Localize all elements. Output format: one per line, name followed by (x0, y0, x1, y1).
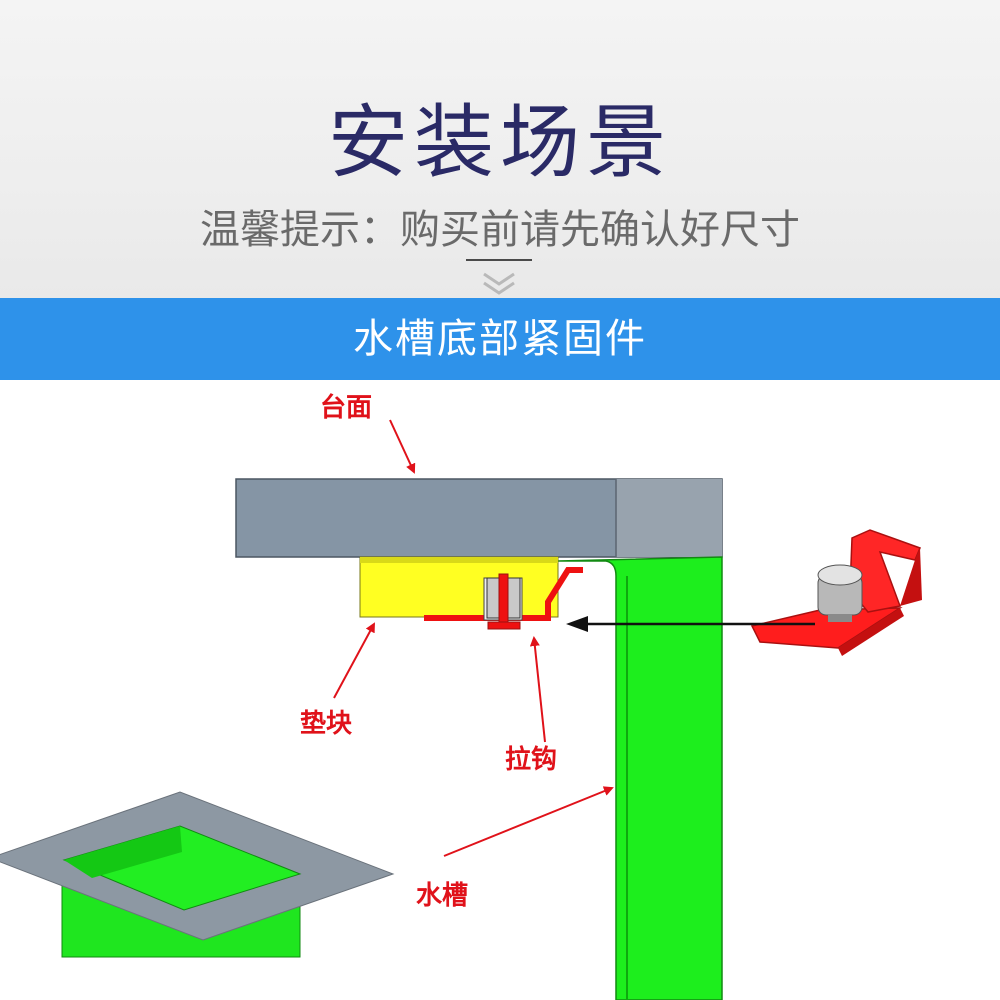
sink-pointer (443, 786, 614, 857)
pull-hook-section (424, 567, 583, 630)
screw-thread-left (486, 577, 500, 619)
hook-base-edge (838, 608, 904, 656)
hook-upright-edge (900, 548, 922, 606)
double-chevron-down-icon (483, 272, 515, 295)
header-section: 安装场景 温馨提示：购买前请先确认好尺寸 (0, 0, 1000, 298)
label-countertop: 台面 (320, 392, 372, 423)
pull-hook-part (750, 529, 922, 656)
spacer-block (359, 556, 559, 618)
screw-shaft (498, 573, 509, 627)
countertop-edge (616, 479, 722, 557)
divider-line (466, 259, 532, 261)
arrow-icon (566, 616, 588, 632)
page-title: 安装场景 (328, 96, 672, 189)
hook-pointer (529, 636, 546, 743)
sink-basin-view (0, 791, 395, 958)
sink-wall (557, 556, 723, 1000)
page-subtitle: 温馨提示：购买前请先确认好尺寸 (200, 207, 800, 253)
basin-inner-wall (64, 826, 182, 878)
section-banner: 水槽底部紧固件 (0, 298, 1000, 380)
section-banner-label: 水槽底部紧固件 (353, 316, 647, 362)
label-spacer-block: 垫块 (300, 709, 352, 739)
label-sink: 水槽 (416, 881, 468, 911)
install-diagram: 台面 垫块 拉钩 水槽 (0, 392, 922, 1000)
hook-stud-base (828, 614, 852, 622)
spacer-block-top (360, 557, 558, 563)
screw-thread-right (507, 577, 521, 619)
screw-head (487, 621, 521, 630)
hook-stud-top (817, 564, 863, 586)
label-pull-hook: 拉钩 (505, 744, 557, 775)
spacer-pointer (333, 622, 375, 699)
countertop-pointer (389, 419, 416, 474)
